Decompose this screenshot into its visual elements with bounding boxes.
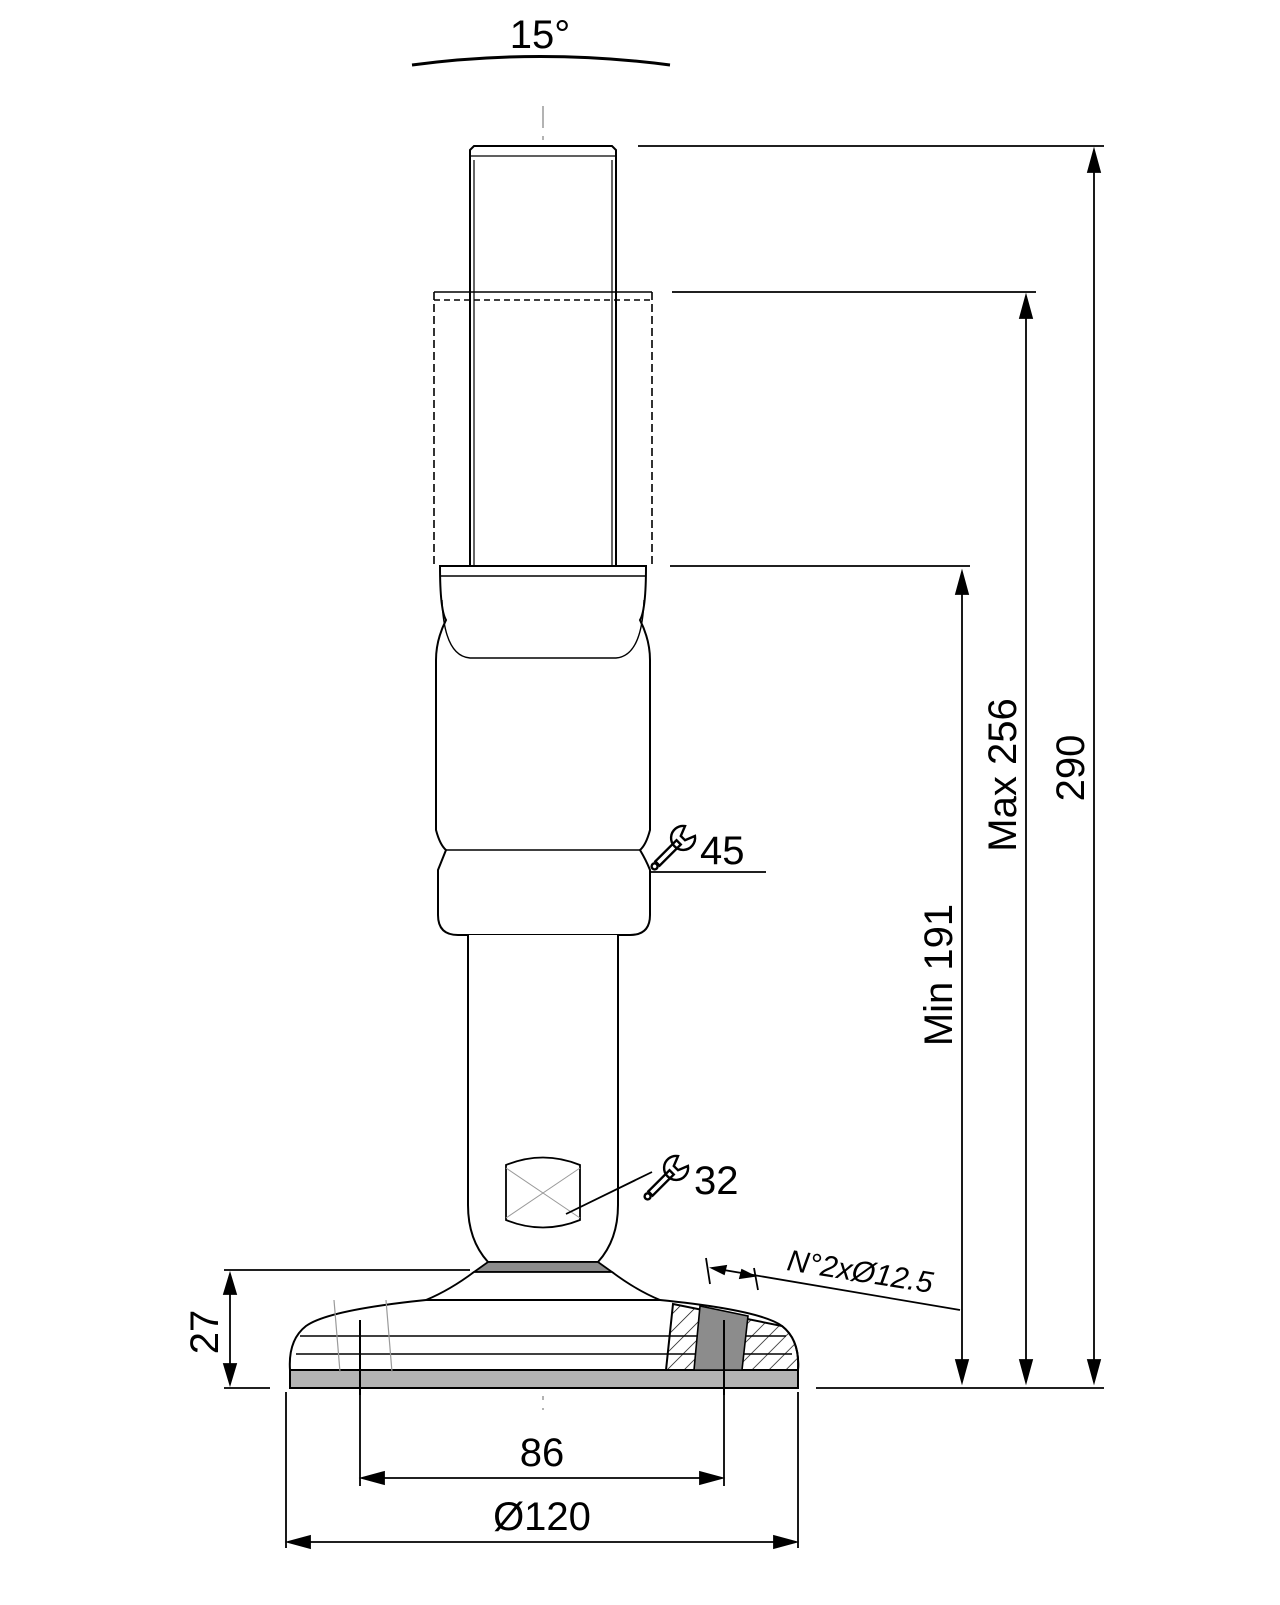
- wrench-icon: [643, 1154, 690, 1201]
- hex-body: [435, 565, 652, 936]
- wrench-32-label: 32: [694, 1159, 739, 1203]
- dimension-max-height: [672, 291, 1036, 1386]
- threaded-stem: [469, 145, 617, 571]
- hole-spacing-label: 86: [520, 1431, 565, 1475]
- min-height-label: Min 191: [917, 904, 961, 1046]
- tilt-angle-arc: [411, 55, 671, 67]
- hole-hidden-line: [385, 1299, 393, 1373]
- anti-slip-rubber: [289, 1369, 799, 1389]
- base-height-label: 27: [183, 1310, 227, 1355]
- holes-note-leader: [705, 1257, 961, 1311]
- wrench-45-label: 45: [700, 829, 745, 873]
- dimension-hole-spacing: [358, 1395, 726, 1486]
- tilt-angle-label: 15°: [510, 13, 571, 57]
- dimension-base-diameter: [284, 1392, 800, 1550]
- wrench-icon: [650, 824, 697, 871]
- holes-note-label: N°2xØ12.5: [785, 1244, 936, 1300]
- dimension-base-height: [222, 1269, 470, 1389]
- dimension-total-height: [638, 145, 1104, 1386]
- dimension-min-height: [670, 565, 970, 1386]
- base-diameter-label: Ø120: [493, 1495, 591, 1539]
- total-height-label: 290: [1049, 735, 1093, 802]
- square-drive: [505, 1156, 581, 1229]
- wrench-32-leader: [565, 1171, 653, 1215]
- base-pad: [288, 1299, 800, 1389]
- hidden-sleeve-outline: [433, 291, 653, 566]
- max-height-label: Max 256: [981, 698, 1025, 851]
- hole-hidden-line: [333, 1299, 341, 1373]
- ball-joint-cone: [425, 1261, 661, 1301]
